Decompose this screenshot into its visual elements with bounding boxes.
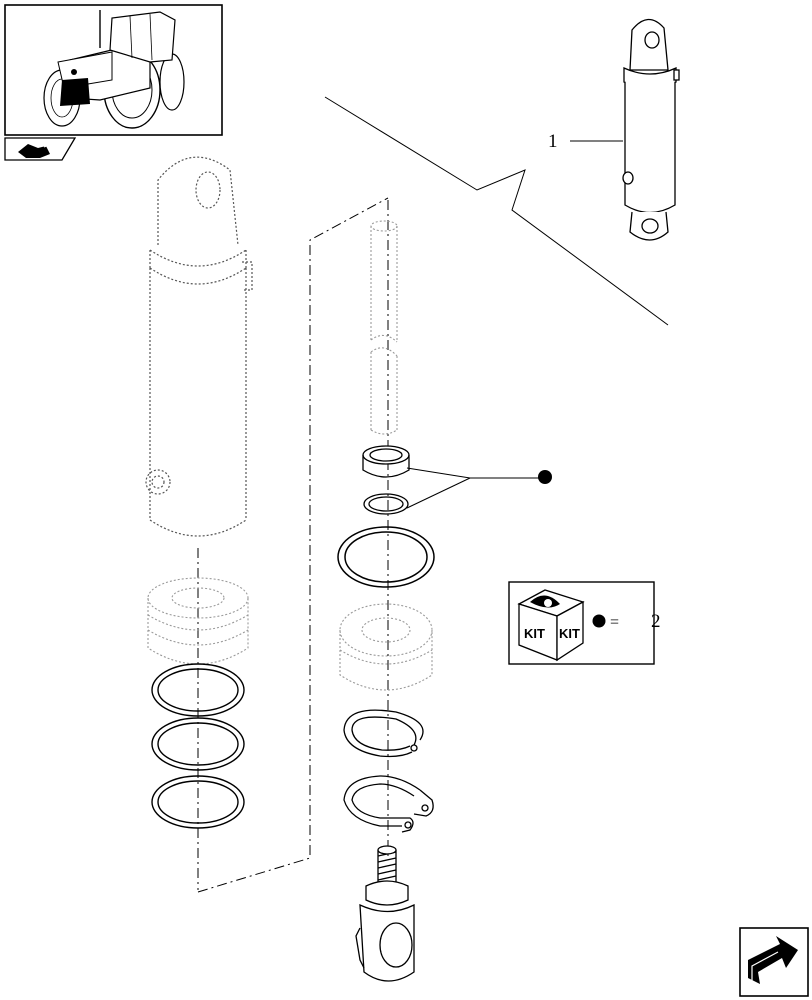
o-ring-stack-left xyxy=(151,663,245,829)
kit-box-icon: KIT KIT xyxy=(517,589,585,662)
kit-leader-line xyxy=(406,467,545,479)
cylinder-assembly-thumbnail xyxy=(622,18,680,241)
kit-word-left: KIT xyxy=(524,626,545,641)
rod-o-ring xyxy=(363,493,409,515)
assembly-bracket-line xyxy=(197,197,389,893)
kit-leader-line-2 xyxy=(406,477,471,509)
rod-seal-bushing xyxy=(362,445,410,478)
piston-seal-stack xyxy=(147,577,249,665)
piston-rod xyxy=(370,220,398,435)
hydraulic-cylinder-body xyxy=(145,156,253,537)
rod-end-eye xyxy=(355,845,415,982)
kit-word-right: KIT xyxy=(559,626,580,641)
kit-legend-box: KIT KIT = 2 xyxy=(508,581,661,665)
callout-2-label: 2 xyxy=(651,611,661,632)
piston xyxy=(339,603,433,691)
tractor-thumbnail-icon[interactable] xyxy=(4,4,223,136)
next-page-arrow-icon[interactable] xyxy=(739,927,809,997)
kit-marker-dot xyxy=(538,470,552,484)
callout-1-label: 1 xyxy=(548,131,558,152)
kit-legend-dot xyxy=(592,614,606,628)
circlip-lower xyxy=(343,775,434,833)
section-break-leader-line xyxy=(324,96,669,326)
kit-legend-equals: = xyxy=(610,614,619,631)
piston-o-ring xyxy=(337,526,435,588)
snap-ring-upper xyxy=(343,709,424,758)
previous-page-icon[interactable] xyxy=(4,137,77,161)
